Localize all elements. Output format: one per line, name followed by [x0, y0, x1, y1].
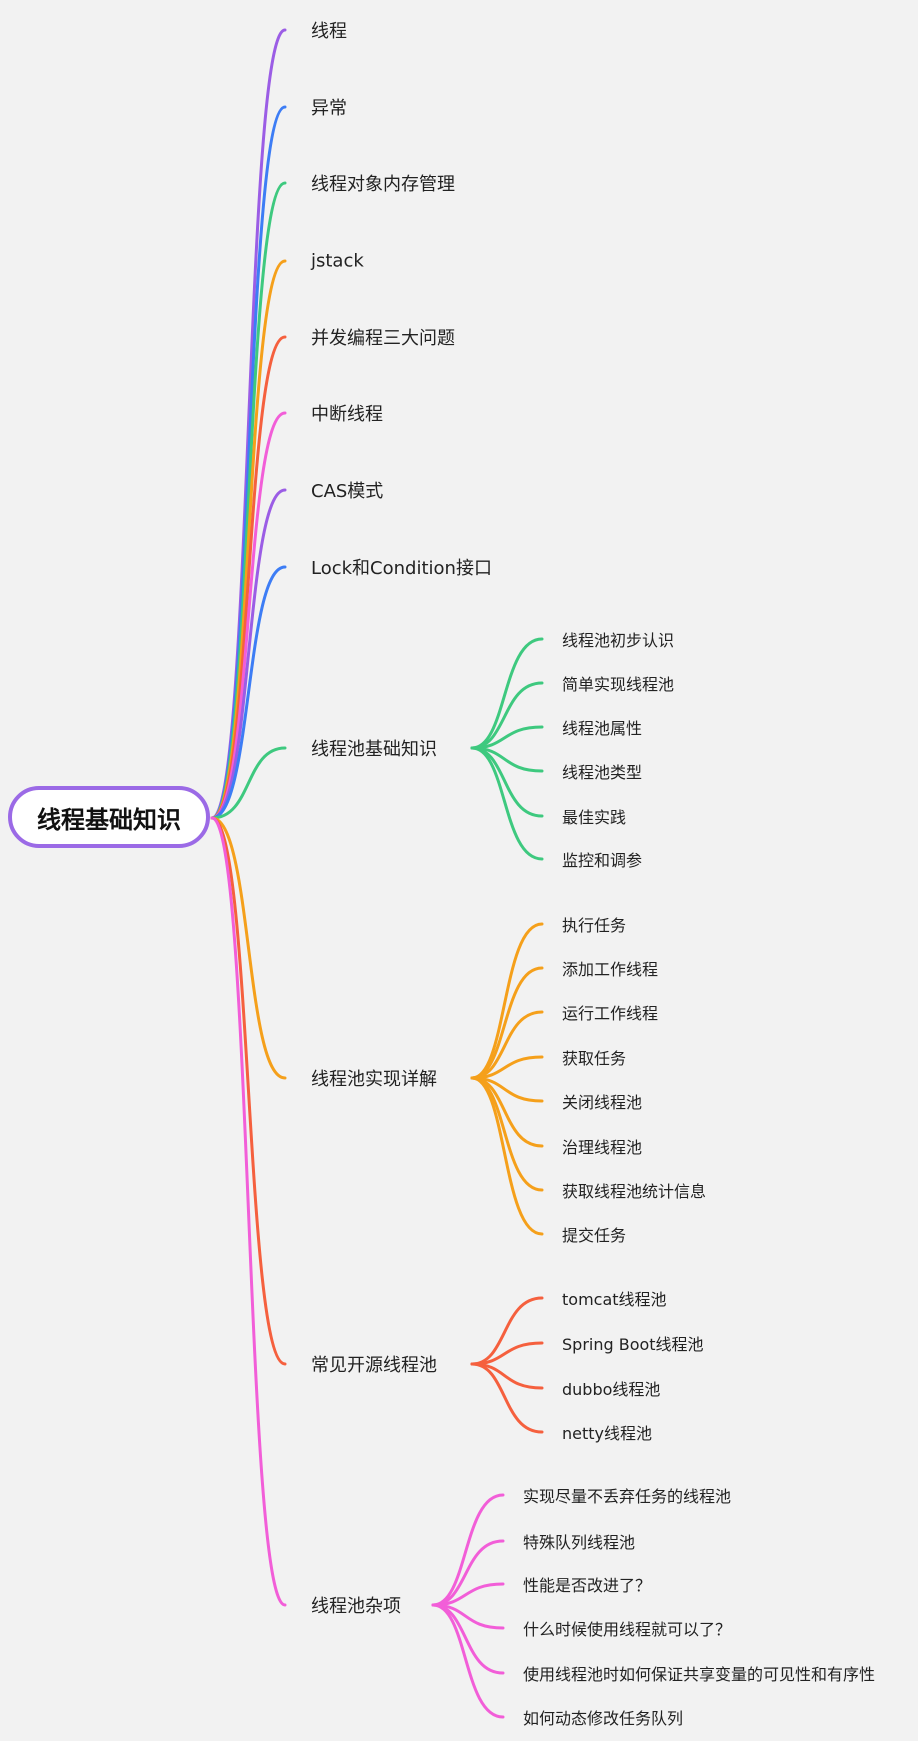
topic-node[interactable]: jstack	[311, 250, 364, 272]
branch-connector	[210, 746, 287, 820]
branch-connector	[210, 816, 287, 1080]
root-label: 线程基础知识	[37, 805, 181, 834]
subtopic-node[interactable]: 性能是否改进了？	[523, 1576, 652, 1595]
subtopic-node[interactable]: 监控和调参	[562, 851, 643, 870]
subtopic-connector	[470, 1076, 544, 1236]
branch-connector	[210, 105, 287, 820]
subtopic-node[interactable]: 执行任务	[562, 916, 627, 935]
subtopic-node[interactable]: 如何动态修改任务队列	[523, 1709, 684, 1728]
subtopic-node[interactable]: 治理线程池	[562, 1138, 643, 1157]
subtopic-node[interactable]: netty线程池	[562, 1424, 653, 1443]
subtopic-connector	[431, 1603, 505, 1719]
branch-connector	[210, 259, 287, 820]
subtopic-connector	[470, 922, 544, 1080]
topic-node[interactable]: 线程池杂项	[311, 1596, 401, 1617]
subtopic-connector	[431, 1493, 505, 1607]
subtopic-node[interactable]: 使用线程池时如何保证共享变量的可见性和有序性	[523, 1665, 876, 1684]
subtopic-connector	[470, 1076, 544, 1192]
root-node[interactable]: 线程基础知识	[8, 786, 210, 848]
subtopic-node[interactable]: 特殊队列线程池	[523, 1533, 636, 1552]
subtopic-node[interactable]: 运行工作线程	[562, 1004, 659, 1023]
subtopic-connector	[470, 1362, 544, 1434]
subtopic-node[interactable]: 简单实现线程池	[562, 675, 675, 694]
topic-node[interactable]: 线程	[311, 21, 347, 42]
subtopic-node[interactable]: 提交任务	[562, 1226, 627, 1245]
subtopic-connector	[470, 681, 544, 750]
subtopic-node[interactable]: 获取任务	[562, 1049, 627, 1068]
topic-node[interactable]: 异常	[311, 98, 347, 119]
topic-node[interactable]: CAS模式	[311, 481, 384, 502]
topic-node[interactable]: Lock和Condition接口	[311, 558, 492, 579]
subtopic-node[interactable]: 获取线程池统计信息	[562, 1182, 707, 1201]
topic-node[interactable]: 线程对象内存管理	[311, 174, 455, 195]
branch-connector	[210, 488, 287, 820]
subtopic-node[interactable]: 添加工作线程	[562, 960, 659, 979]
branch-connector	[210, 565, 287, 820]
topic-node[interactable]: 线程池实现详解	[311, 1069, 437, 1090]
subtopic-connector	[470, 637, 544, 750]
branch-connector	[210, 816, 287, 1607]
branch-connector	[210, 816, 287, 1366]
subtopic-node[interactable]: 实现尽量不丢弃任务的线程池	[523, 1487, 732, 1506]
subtopic-node[interactable]: 什么时候使用线程就可以了？	[523, 1620, 732, 1639]
subtopic-node[interactable]: 线程池类型	[562, 763, 643, 782]
subtopic-connector	[470, 746, 544, 861]
subtopic-node[interactable]: 线程池初步认识	[562, 631, 675, 650]
subtopic-node[interactable]: 线程池属性	[562, 719, 643, 738]
subtopic-node[interactable]: dubbo线程池	[562, 1380, 661, 1399]
subtopic-node[interactable]: 关闭线程池	[562, 1093, 643, 1112]
topic-node[interactable]: 常见开源线程池	[311, 1355, 437, 1376]
subtopic-connector	[470, 1296, 544, 1366]
subtopic-connector	[431, 1539, 505, 1607]
topic-node[interactable]: 并发编程三大问题	[311, 328, 455, 349]
topic-node[interactable]: 中断线程	[311, 404, 383, 425]
subtopic-connector	[470, 966, 544, 1080]
subtopic-node[interactable]: 最佳实践	[562, 808, 627, 827]
subtopic-node[interactable]: Spring Boot线程池	[562, 1335, 704, 1354]
topic-node[interactable]: 线程池基础知识	[311, 739, 437, 760]
subtopic-node[interactable]: tomcat线程池	[562, 1290, 667, 1309]
subtopic-connector	[470, 1010, 544, 1080]
